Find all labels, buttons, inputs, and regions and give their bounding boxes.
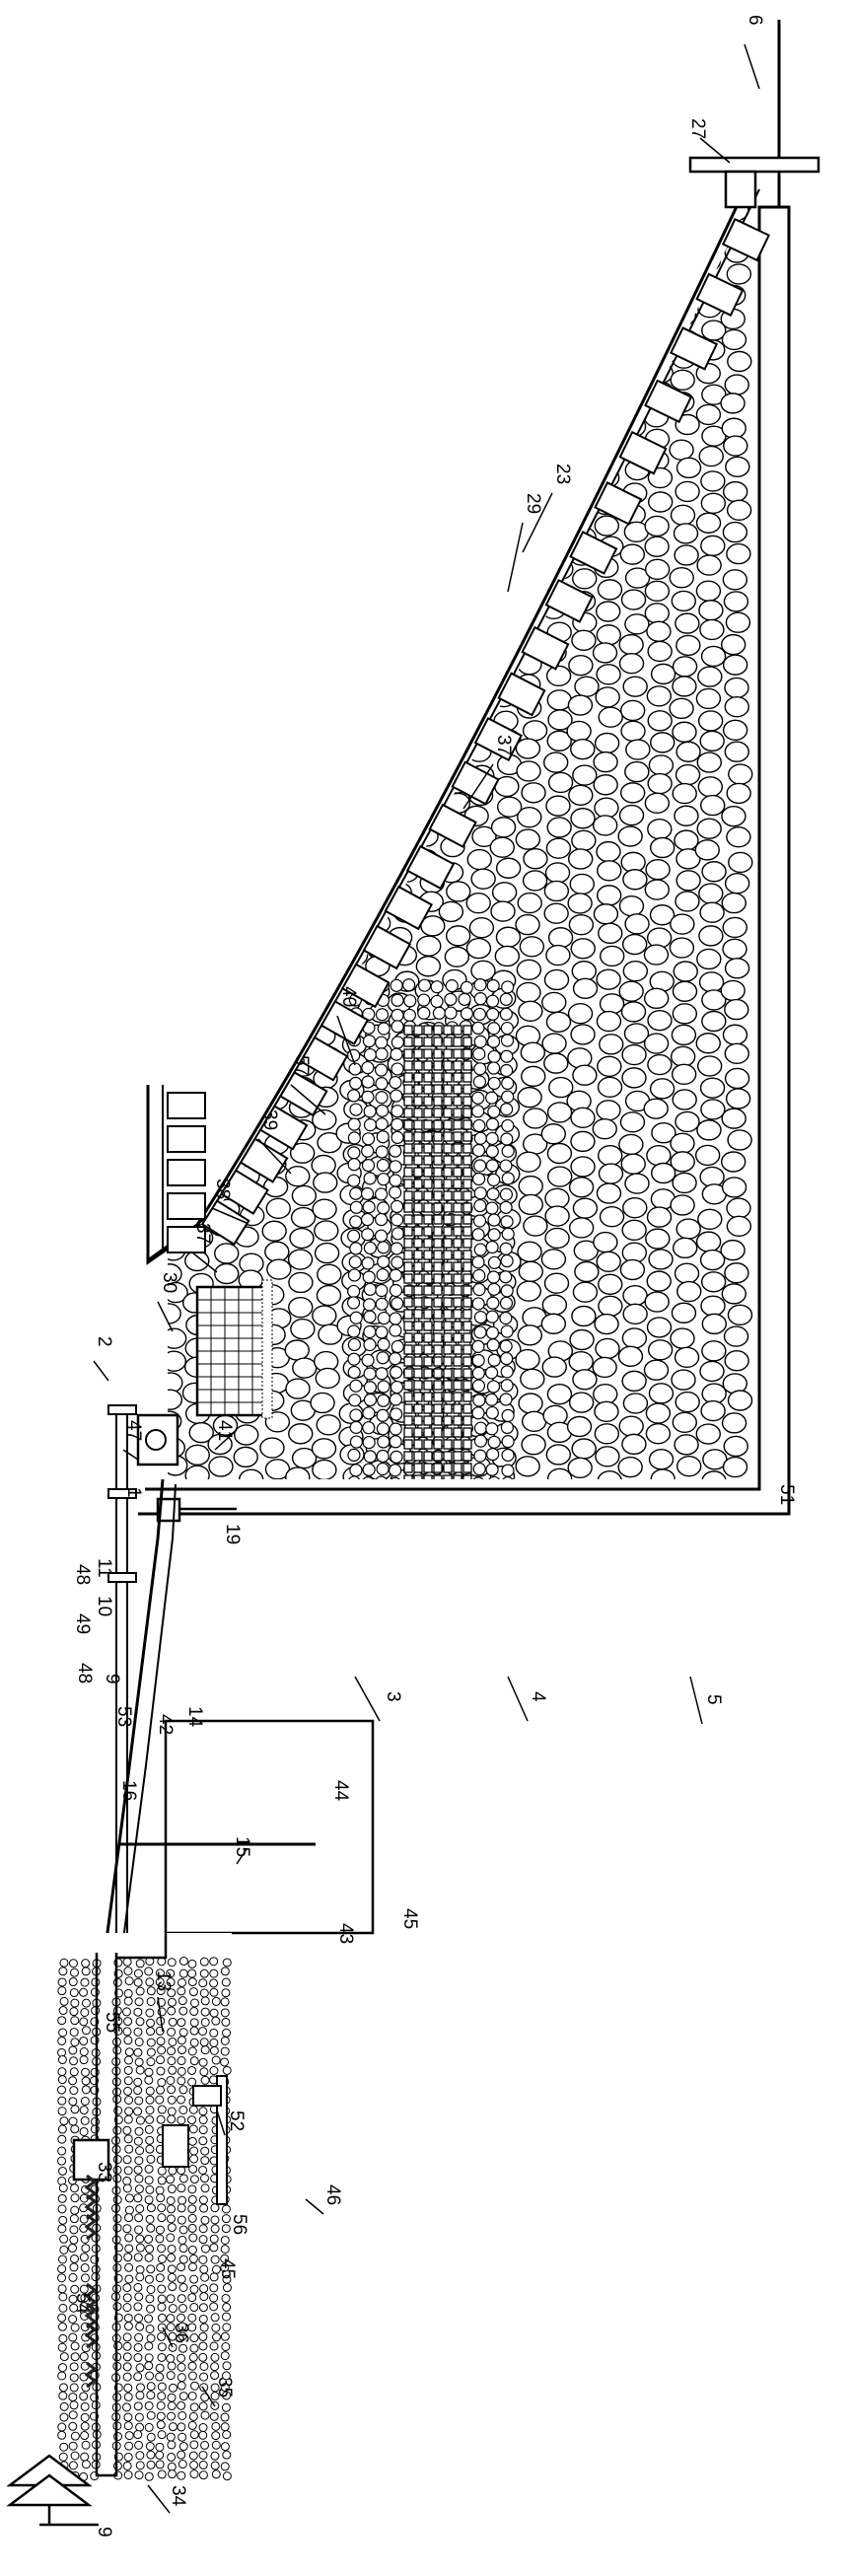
label-55: 55 xyxy=(102,2012,122,2033)
label-42: 42 xyxy=(155,1714,176,1735)
reference-numerals: 6 27 23 29 37 40 57 39 38 37 30 2 47 41 … xyxy=(72,15,797,2538)
dotted-strip-41 xyxy=(261,1279,273,1419)
label-13: 13 xyxy=(153,1970,174,1991)
anchor-post xyxy=(724,170,757,209)
label-30: 30 xyxy=(159,1272,179,1293)
label-45b: 45 xyxy=(217,2258,238,2279)
label-19: 19 xyxy=(222,1524,243,1544)
label-40: 40 xyxy=(338,986,359,1007)
label-33: 33 xyxy=(94,2162,114,2182)
label-1: 1 xyxy=(123,1487,144,1498)
label-16: 16 xyxy=(118,1780,139,1801)
label-45a: 45 xyxy=(399,1908,420,1929)
label-57: 57 xyxy=(291,1055,312,1076)
label-56: 56 xyxy=(229,2214,249,2235)
label-14: 14 xyxy=(184,1706,205,1728)
pipe-frame-hole xyxy=(145,1429,167,1451)
label-36: 36 xyxy=(171,2323,191,2343)
label-15: 15 xyxy=(232,1836,252,1857)
label-54: 54 xyxy=(72,2293,93,2315)
label-4: 4 xyxy=(528,1691,548,1702)
marker-9 xyxy=(6,2454,99,2527)
valve-52 xyxy=(192,2085,222,2107)
label-34: 34 xyxy=(168,2485,188,2507)
label-43: 43 xyxy=(335,1923,356,1944)
gravel-pattern xyxy=(57,1957,232,2481)
label-52: 52 xyxy=(226,2111,247,2131)
label-48b: 48 xyxy=(74,1663,95,1683)
label-49: 49 xyxy=(72,1613,93,1634)
label-11: 11 xyxy=(94,1558,114,1578)
tank-43-44 xyxy=(164,1719,375,1935)
label-37b: 37 xyxy=(192,1223,213,1244)
label-9a: 9 xyxy=(102,1674,122,1684)
label-37a: 37 xyxy=(493,735,514,755)
bed-outline xyxy=(95,1953,118,2477)
slope-blocks xyxy=(167,217,770,1253)
pipe-46 xyxy=(216,2075,228,2205)
label-51: 51 xyxy=(776,1484,797,1505)
label-53: 53 xyxy=(113,1706,134,1727)
block-56 xyxy=(162,2124,189,2168)
label-39: 39 xyxy=(259,1109,280,1130)
label-10: 10 xyxy=(94,1596,114,1616)
label-48a: 48 xyxy=(72,1564,93,1585)
label-29: 29 xyxy=(523,493,543,514)
label-27: 27 xyxy=(687,118,708,139)
label-6: 6 xyxy=(745,15,765,26)
anchor-plate-27 xyxy=(688,156,820,174)
bed-tank-connection xyxy=(116,1933,168,1960)
label-41: 41 xyxy=(214,1420,235,1441)
label-2: 2 xyxy=(94,1336,114,1347)
label-38: 38 xyxy=(212,1179,233,1199)
label-47: 47 xyxy=(123,1420,144,1441)
label-9b: 9 xyxy=(94,2527,114,2538)
label-35: 35 xyxy=(214,2377,235,2397)
label-5: 5 xyxy=(703,1694,724,1705)
plants-54 xyxy=(84,2174,98,2389)
vertical-pipes xyxy=(107,1404,137,1993)
foundation-line xyxy=(138,205,791,1516)
channel-16-inner xyxy=(119,1483,177,1964)
label-23: 23 xyxy=(552,464,573,484)
leader-lines xyxy=(93,43,760,2514)
label-3: 3 xyxy=(383,1691,403,1702)
slope-surface xyxy=(146,179,751,1263)
label-46: 46 xyxy=(322,2184,343,2205)
label-44: 44 xyxy=(330,1780,351,1802)
